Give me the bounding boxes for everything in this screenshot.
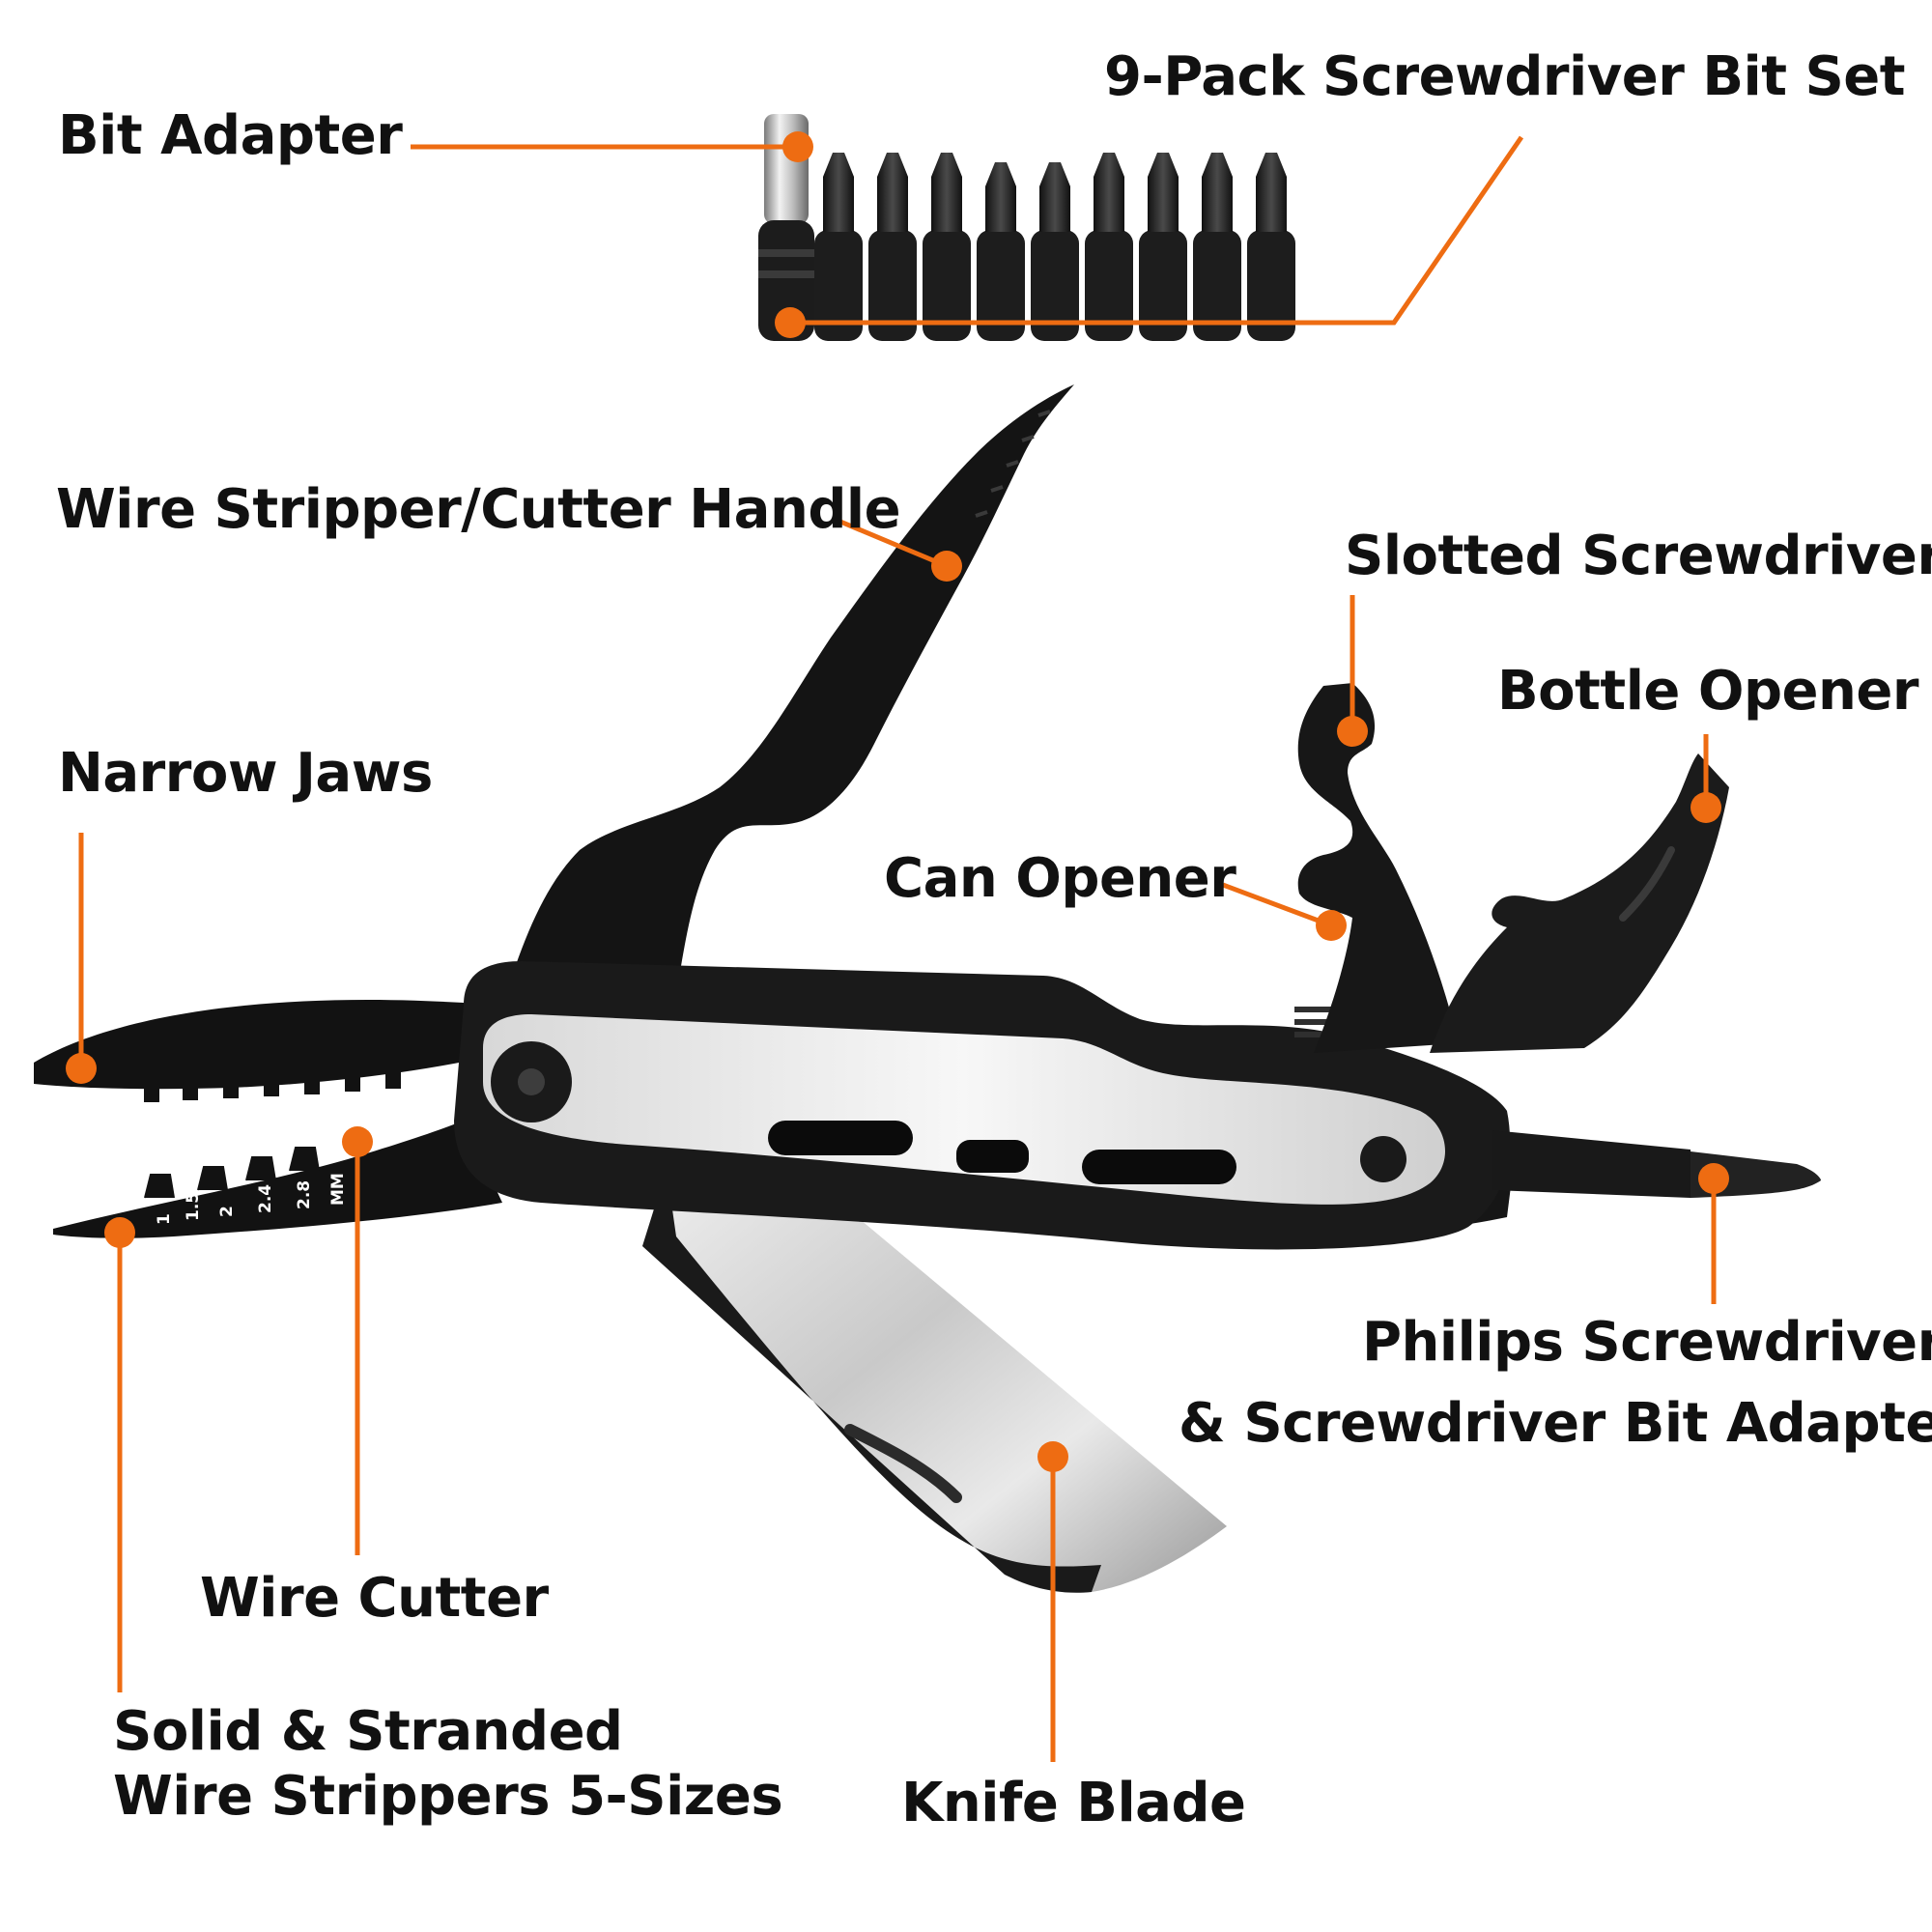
stripper-gauge: 1 1.5 2 2.4 2.8 MM [155, 1173, 348, 1225]
gauge-size-label: 1 [155, 1213, 174, 1225]
label-philips-line2: & Screwdriver Bit Adapter [1179, 1392, 1932, 1455]
label-bit-set: 9-Pack Screwdriver Bit Set [1104, 45, 1906, 108]
label-wire-stripper-handle: Wire Stripper/Cutter Handle [56, 478, 901, 541]
multitool-body: 1 1.5 2 2.4 2.8 MM [34, 384, 1821, 1593]
callout-lines [66, 131, 1729, 1762]
screwdriver-bit [1085, 153, 1133, 341]
label-can-opener: Can Opener [884, 847, 1236, 910]
orange-dot-icon [931, 551, 962, 582]
label-bit-adapter: Bit Adapter [58, 104, 403, 167]
callout-wire-handle-line [839, 519, 948, 569]
lower-jaw-shape [53, 1121, 502, 1238]
screwdriver-bit [977, 162, 1025, 341]
screwdriver-bit [868, 153, 917, 341]
orange-dot-icon [1316, 910, 1347, 941]
label-bottle-opener: Bottle Opener [1497, 660, 1919, 723]
label-narrow-jaws: Narrow Jaws [58, 742, 433, 805]
gauge-size-label: 2.8 [295, 1180, 314, 1209]
bit-set-illustration [758, 114, 1295, 341]
label-strippers-line1: Solid & Stranded [113, 1700, 623, 1763]
upper-jaw-shape [34, 999, 483, 1090]
rear-screw [1360, 1136, 1406, 1182]
orange-dot-icon [66, 1053, 97, 1084]
orange-dot-icon [1698, 1163, 1729, 1194]
can-opener-shape [1297, 683, 1459, 1053]
orange-dot-icon [104, 1217, 135, 1248]
orange-dot-icon [1337, 716, 1368, 747]
callout-bit-set-line [790, 135, 1524, 326]
bottle-opener-shape [1430, 753, 1729, 1053]
screwdriver-bit [923, 153, 971, 341]
gauge-size-label: 1.5 [184, 1192, 203, 1221]
screwdriver-bit [814, 153, 863, 341]
label-wire-cutter: Wire Cutter [200, 1567, 549, 1630]
screwdriver-bit [1139, 153, 1187, 341]
label-strippers-line2: Wire Strippers 5-Sizes [113, 1765, 783, 1828]
orange-dot-icon [775, 307, 806, 338]
gauge-unit-label: MM [328, 1173, 348, 1206]
screwdriver-bit [1247, 153, 1295, 341]
philips-screwdriver-shape [1492, 1130, 1690, 1198]
screwdriver-bit [1031, 162, 1079, 341]
gauge-size-label: 2 [217, 1206, 237, 1217]
wire-stripper-handle-shape [502, 384, 1074, 1005]
screwdriver-bit [1193, 153, 1241, 341]
callout-can-opener-line [1222, 882, 1332, 928]
orange-dot-icon [342, 1126, 373, 1157]
label-philips-line1: Philips Screwdriver [1362, 1311, 1932, 1374]
label-knife-blade: Knife Blade [901, 1772, 1246, 1834]
bit-adapter-chrome [764, 114, 809, 224]
orange-dot-icon [1037, 1441, 1068, 1472]
gauge-size-label: 2.4 [256, 1184, 275, 1213]
knife-blade-shape [642, 1130, 1227, 1593]
orange-dot-icon [782, 131, 813, 162]
label-slotted-screwdriver: Slotted Screwdriver [1345, 525, 1932, 587]
orange-dot-icon [1690, 792, 1721, 823]
